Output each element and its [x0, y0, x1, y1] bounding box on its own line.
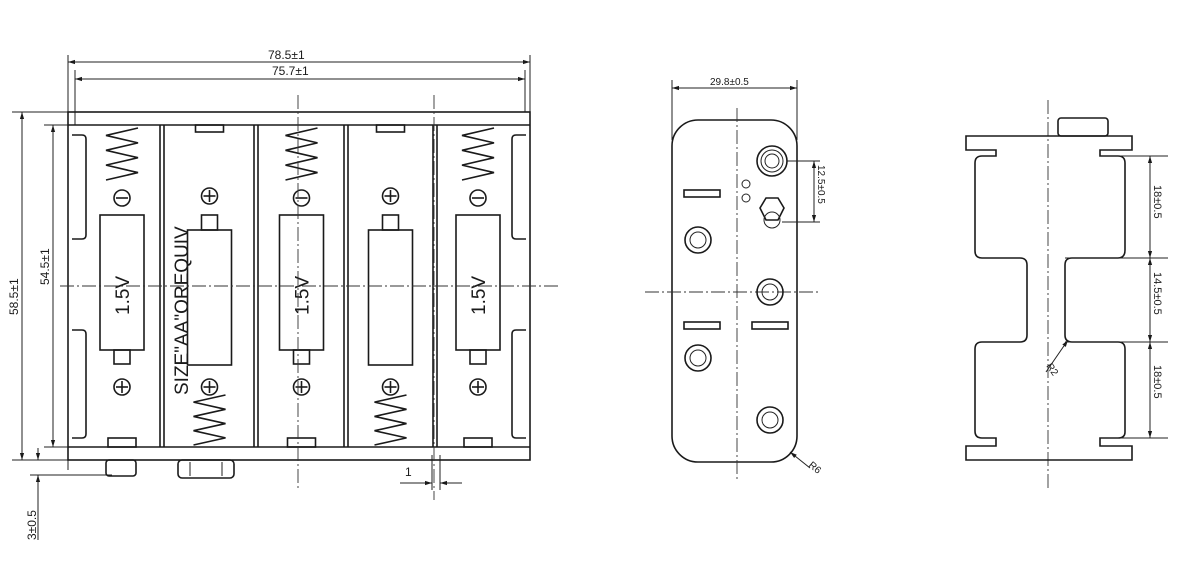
minus-terminal-icon — [292, 189, 311, 207]
battery-nub — [292, 349, 311, 365]
contact-tab — [107, 437, 137, 448]
end-radius-label: R2 — [1044, 361, 1061, 378]
minus-terminal-icon — [469, 189, 487, 207]
dim-bottom-label: 18±0.5 — [1151, 365, 1163, 399]
dim-foot-label: 3±0.5 — [25, 510, 39, 540]
dim-overall-width-label: 78.5±1 — [268, 48, 305, 62]
cell-voltage-label: 1.5V — [469, 276, 490, 315]
end-profile — [965, 135, 1133, 461]
contact-tab — [375, 124, 406, 133]
dim-inner-height-label: 54.5±1 — [38, 248, 52, 285]
battery-outline — [367, 229, 414, 366]
dim-middle-label: 14.5±0.5 — [1151, 272, 1163, 315]
dim-terminal-spacing-label: 12.5±0.5 — [815, 165, 826, 204]
plus-terminal-icon — [113, 378, 131, 396]
dim-top-label: 18±0.5 — [1151, 185, 1163, 219]
spring-icon — [374, 394, 407, 446]
plus-terminal-icon — [200, 378, 219, 396]
dim-width-label: 29.8±0.5 — [710, 77, 749, 88]
battery-nub — [469, 349, 487, 365]
spring-icon — [193, 394, 226, 446]
side-radius-label: R6 — [806, 460, 823, 477]
spring-icon — [105, 127, 139, 181]
battery-outline — [186, 229, 233, 366]
contact-tab — [463, 437, 493, 448]
plus-terminal-icon — [381, 187, 400, 205]
end-view: 18±0.5 14.5±0.5 18±0.5 R2 — [965, 100, 1168, 490]
plus-terminal-icon — [200, 187, 219, 205]
plus-terminal-icon — [292, 378, 311, 396]
dim-inner-width-label: 75.7±1 — [272, 64, 309, 78]
cell-voltage-label: 1.5V — [293, 276, 314, 315]
battery-nub — [113, 349, 131, 365]
contact-tab — [286, 437, 317, 448]
contact-tab — [194, 124, 225, 133]
side-view: 29.8±0.5 12.5±0.5 R6 — [645, 77, 826, 480]
battery-nub — [381, 214, 400, 231]
holder-bottom-outline — [671, 119, 798, 463]
plus-terminal-icon — [381, 378, 400, 396]
dim-wall-label: 1 — [405, 465, 412, 479]
cell-voltage-label: 1.5V — [113, 276, 134, 315]
front-view: 78.5±1 75.7±1 58.5±1 54.5±1 3±0.5 1 1.5V… — [7, 48, 560, 540]
spring-icon — [461, 127, 495, 181]
battery-nub — [200, 214, 219, 231]
minus-terminal-icon — [113, 189, 131, 207]
dim-overall-height-label: 58.5±1 — [7, 278, 21, 315]
size-aa-label: SIZE"AA"OREQUIV — [172, 226, 193, 395]
plus-terminal-icon — [469, 378, 487, 396]
spring-icon — [285, 127, 318, 181]
